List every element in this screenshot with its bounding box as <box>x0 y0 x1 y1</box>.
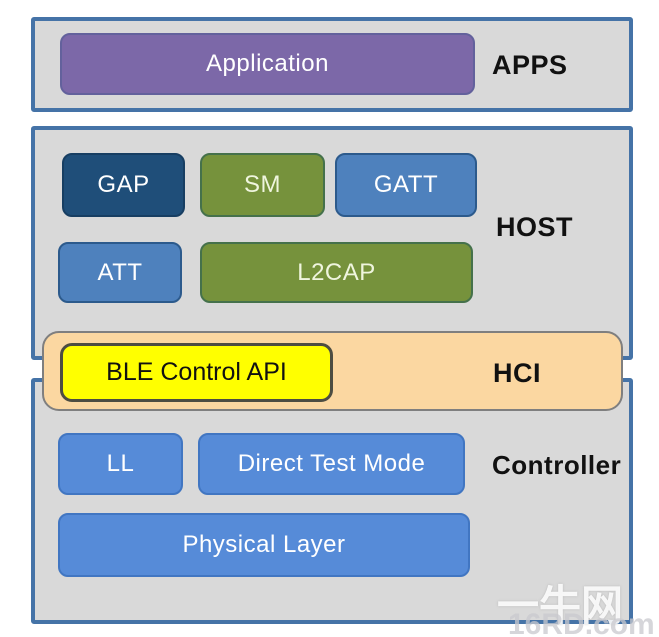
hci-label: HCI <box>493 358 541 388</box>
physical-layer-block: Physical Layer <box>58 513 470 577</box>
l2cap-block: L2CAP <box>200 242 473 303</box>
apps-label: APPS <box>492 50 568 80</box>
ble-control-api-block: BLE Control API <box>60 343 333 402</box>
ll-block: LL <box>58 433 183 495</box>
application-block: Application <box>60 33 475 95</box>
watermark-site-name: 一牛网 <box>497 582 624 629</box>
controller-layer-box <box>31 378 633 624</box>
watermark-site-domain: 16RD.com <box>508 608 655 637</box>
host-label: HOST <box>496 212 574 242</box>
controller-label: Controller <box>492 450 622 480</box>
direct-test-mode-block: Direct Test Mode <box>198 433 465 495</box>
gatt-block: GATT <box>335 153 477 217</box>
gap-block: GAP <box>62 153 185 217</box>
att-block: ATT <box>58 242 182 303</box>
sm-block: SM <box>200 153 325 217</box>
